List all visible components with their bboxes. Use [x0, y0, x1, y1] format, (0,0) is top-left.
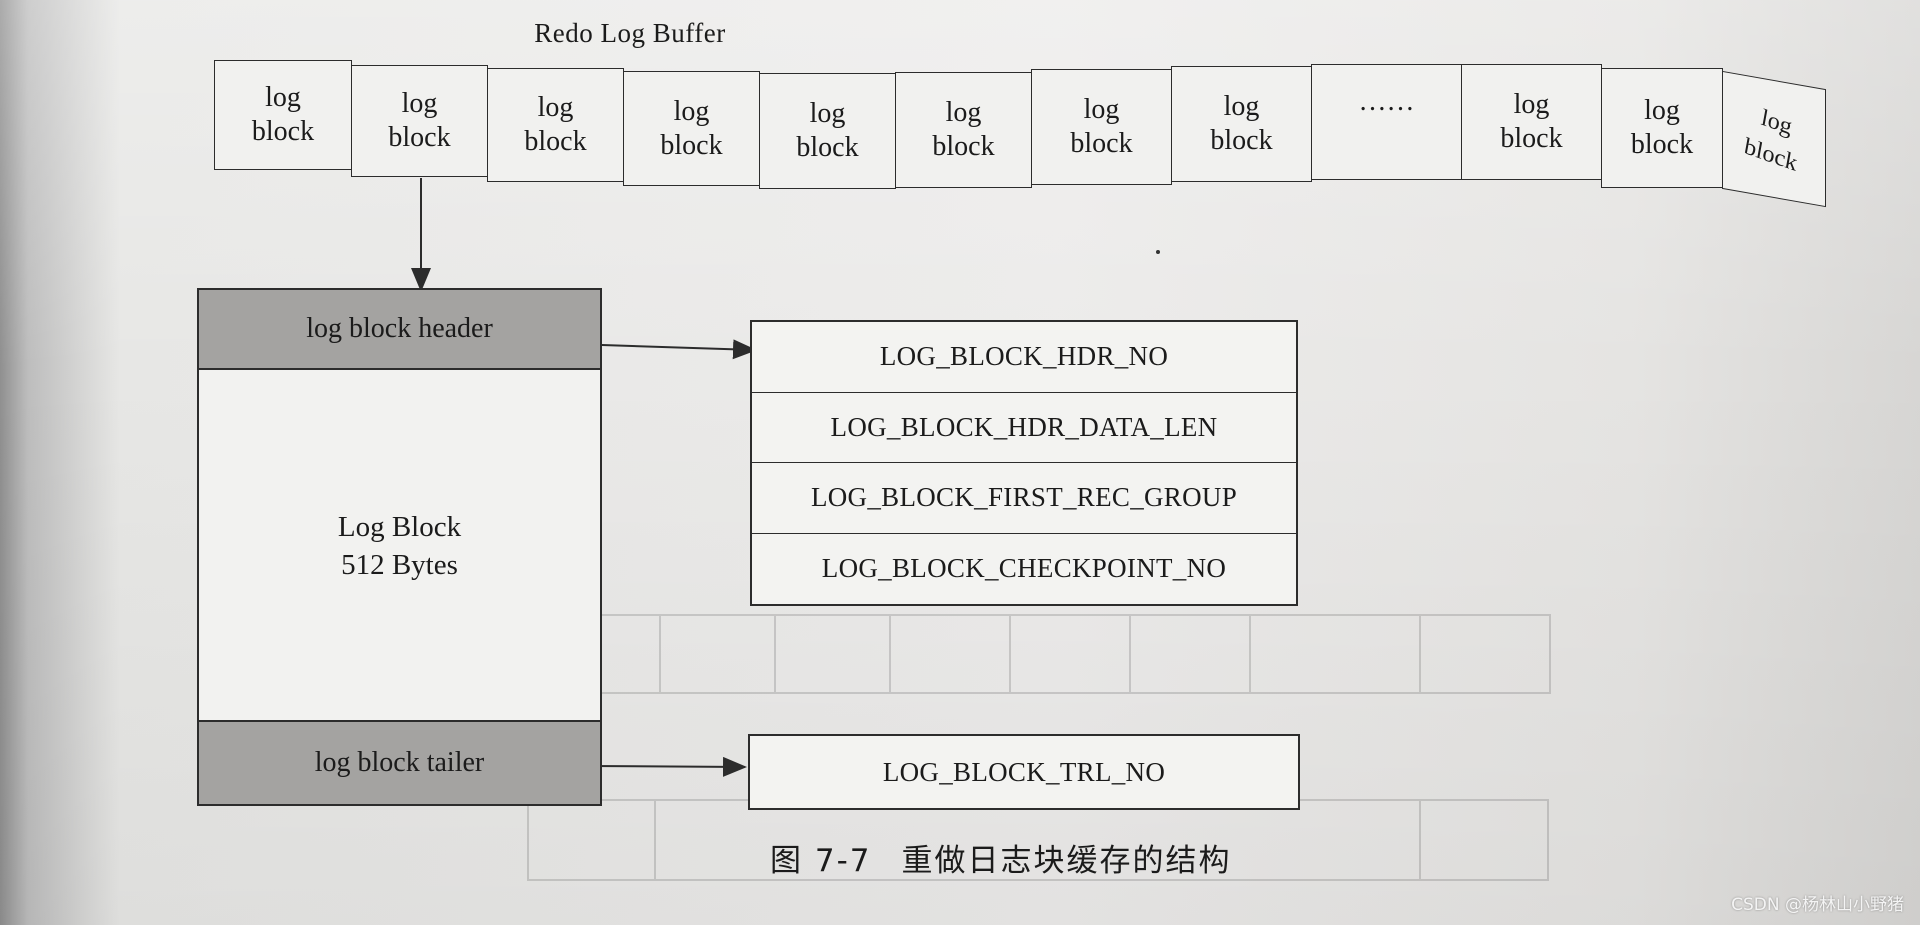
buffer-block-6: log block: [895, 72, 1032, 188]
buffer-block-4: log block: [623, 71, 760, 186]
header-field-checkpoint-no: LOG_BLOCK_CHECKPOINT_NO: [821, 553, 1227, 584]
tailer-field-trl-no: LOG_BLOCK_TRL_NO: [748, 734, 1300, 810]
buffer-block-5: log block: [759, 73, 896, 189]
csdn-watermark: CSDN @杨林山小野猪: [1731, 895, 1904, 915]
buffer-block-10: log block: [1601, 68, 1723, 188]
header-fields-table: LOG_BLOCK_HDR_NO LOG_BLOCK_HDR_DATA_LEN …: [750, 320, 1298, 606]
buffer-block-1: log block: [214, 60, 352, 170]
header-field-hdr-no: LOG_BLOCK_HDR_NO: [752, 322, 1296, 393]
redo-log-buffer-strip: log block log block log block log block …: [214, 60, 1840, 224]
figure-number: 图 7-7: [770, 843, 872, 879]
log-block-body: Log Block 512 Bytes: [337, 511, 462, 581]
buffer-block-7: log block: [1031, 69, 1172, 185]
header-field-first-rec-group: LOG_BLOCK_FIRST_REC_GROUP: [752, 463, 1296, 534]
buffer-block-11: log block: [1722, 70, 1826, 208]
log-block: log block header Log Block 512 Bytes log…: [197, 288, 602, 806]
buffer-block-8: log block: [1171, 66, 1312, 182]
figure-caption-text: 重做日志块缓存的结构: [901, 843, 1232, 879]
log-block-header: log block header: [199, 290, 600, 370]
buffer-block-9: log block: [1461, 64, 1602, 180]
buffer-title: Redo Log Buffer: [534, 18, 726, 48]
figure-caption: 图 7-7 重做日志块缓存的结构: [770, 835, 1232, 880]
buffer-block-3: log block: [487, 68, 624, 182]
buffer-ellipsis: ……: [1311, 64, 1462, 180]
log-block-tailer: log block tailer: [199, 720, 600, 804]
stray-dot: [1156, 250, 1160, 254]
buffer-block-2: log block: [351, 65, 488, 177]
header-field-hdr-data-len: LOG_BLOCK_HDR_DATA_LEN: [752, 393, 1296, 463]
